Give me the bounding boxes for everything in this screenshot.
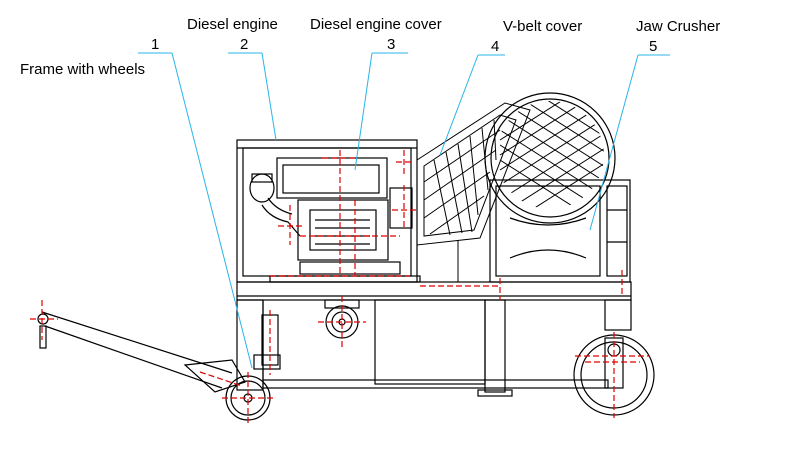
vbelt-cover (416, 102, 531, 282)
callout-number-4: 4 (491, 38, 500, 55)
flywheel-grid (499, 101, 604, 209)
engine-housing (236, 139, 421, 283)
label-frame-with-wheels: Frame with wheels (20, 61, 146, 78)
center-marks (30, 150, 650, 424)
frame (236, 281, 632, 397)
callout-number-5: 5 (649, 38, 658, 55)
callout-number-3: 3 (387, 36, 396, 53)
callout-number-1: 1 (151, 36, 160, 53)
label-vbelt-cover: V-belt cover (503, 18, 583, 35)
label-diesel-engine: Diesel engine (187, 16, 278, 33)
jaw-crusher (484, 92, 631, 283)
tow-bar (37, 311, 246, 393)
callout-number-2: 2 (240, 36, 249, 53)
leader-lines (138, 52, 670, 369)
label-diesel-engine-cover: Diesel engine cover (310, 16, 442, 33)
label-jaw-crusher: Jaw Crusher (636, 18, 721, 35)
